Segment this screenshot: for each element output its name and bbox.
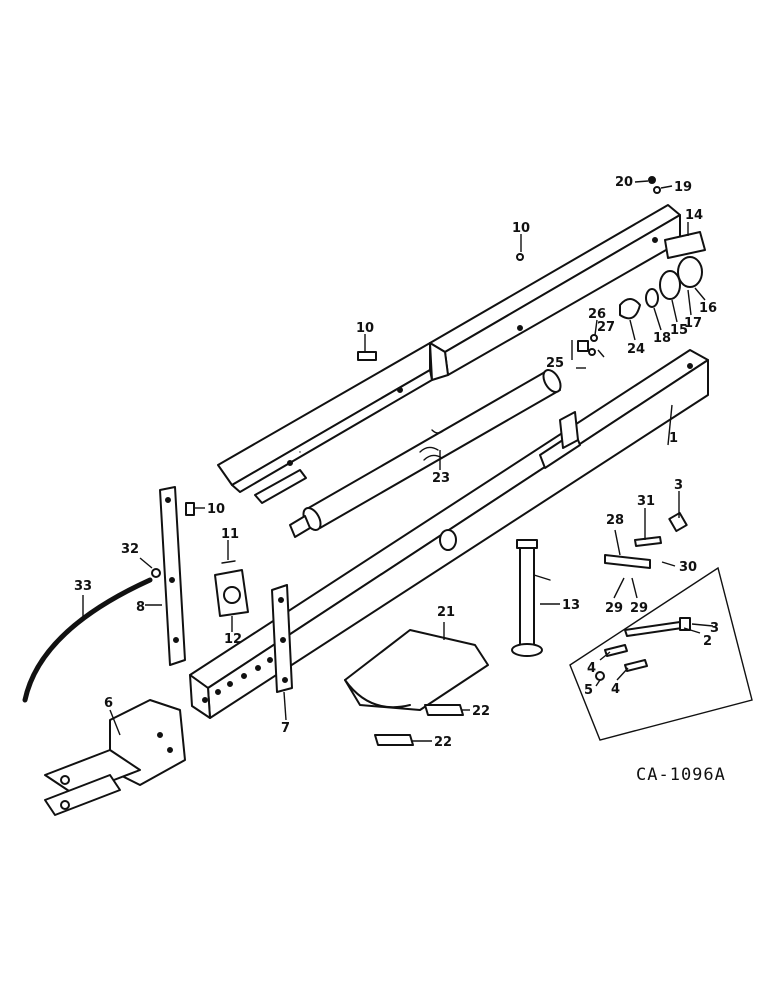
callout-33: 33 xyxy=(74,579,92,594)
callout-30: 30 xyxy=(679,560,697,575)
callout-3: 3 xyxy=(674,478,683,493)
callout-2: 2 xyxy=(703,634,712,649)
pin-group-illustration xyxy=(604,511,688,569)
callout-19: 19 xyxy=(674,180,692,195)
strap-7-illustration xyxy=(271,584,293,693)
rear-assembly-illustration xyxy=(151,176,706,578)
strap-8-illustration xyxy=(159,486,186,666)
drawing-code: CA-1096A xyxy=(636,765,726,785)
bearing-illustration xyxy=(214,560,249,617)
callout-32: 32 xyxy=(121,542,139,557)
leader-lines xyxy=(82,180,714,742)
callout-23: 23 xyxy=(432,471,450,486)
main-tube-illustration xyxy=(189,349,709,719)
callout-18: 18 xyxy=(653,331,671,346)
upper-shield-illustration xyxy=(217,204,681,504)
callout-5: 5 xyxy=(584,683,593,698)
callout-10: 10 xyxy=(356,321,374,336)
callout-3: 3 xyxy=(710,621,719,636)
callout-28: 28 xyxy=(606,513,624,528)
callout-1: 1 xyxy=(669,431,678,446)
callout-4: 4 xyxy=(587,661,596,676)
callout-24: 24 xyxy=(627,342,645,357)
callout-4: 4 xyxy=(611,682,620,697)
callout-10: 10 xyxy=(207,502,225,517)
callout-20: 20 xyxy=(615,175,633,190)
callout-22: 22 xyxy=(434,735,452,750)
callout-26: 26 xyxy=(588,307,606,322)
shield-illustration xyxy=(344,629,489,711)
callouts: 1 2 3 3 4 4 5 6 7 8 10 10 10 11 12 13 14… xyxy=(74,175,719,750)
callout-31: 31 xyxy=(637,494,655,509)
hose-illustration xyxy=(22,577,153,703)
callout-21: 21 xyxy=(437,605,455,620)
callout-22: 22 xyxy=(472,704,490,719)
linkage-panel-illustration xyxy=(569,566,753,741)
callout-25: 25 xyxy=(546,356,564,371)
callout-16: 16 xyxy=(699,301,717,316)
callout-10: 10 xyxy=(512,221,530,236)
callout-29: 29 xyxy=(630,601,648,616)
callout-27: 27 xyxy=(597,320,615,335)
callout-15: 15 xyxy=(670,323,688,338)
callout-29: 29 xyxy=(605,601,623,616)
callout-12: 12 xyxy=(224,632,242,647)
hitch-clevis-illustration xyxy=(44,699,186,816)
callout-8: 8 xyxy=(136,600,145,615)
driveshaft-illustration xyxy=(289,369,562,538)
callout-17: 17 xyxy=(684,316,702,331)
plate-22-b-illustration xyxy=(374,734,414,746)
callout-11: 11 xyxy=(221,527,239,542)
plate-22-a-illustration xyxy=(424,704,464,716)
callout-7: 7 xyxy=(281,721,290,736)
callout-6: 6 xyxy=(104,696,113,711)
jack-stand-illustration xyxy=(511,539,551,657)
callout-14: 14 xyxy=(685,208,703,223)
callout-13: 13 xyxy=(562,598,580,613)
